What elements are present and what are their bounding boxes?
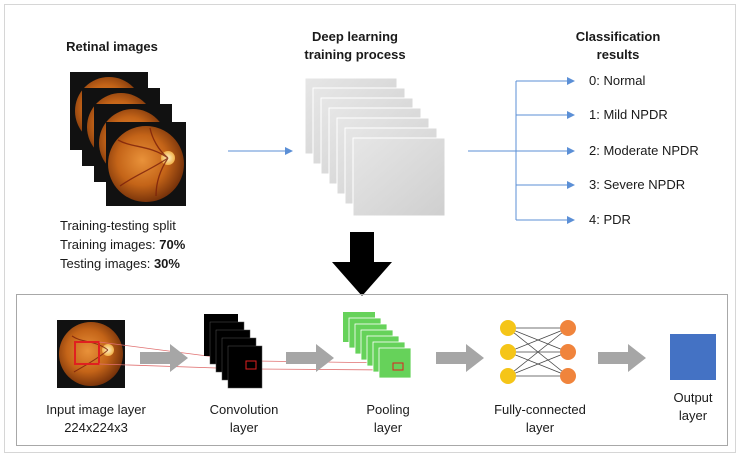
testing-images-row: Testing images: 30% (60, 254, 185, 273)
pipeline-arrow-3 (436, 344, 484, 372)
output-label-line2: layer (678, 408, 708, 423)
training-images-value: 70% (159, 237, 186, 252)
training-title-line1: Deep learning (312, 29, 398, 44)
split-heading: Training-testing split (60, 218, 176, 233)
retinal-image-stack (70, 72, 186, 206)
fc-output-nodes (560, 320, 576, 384)
retinal-images-title: Retinal images (66, 39, 158, 54)
down-arrow-icon (332, 232, 392, 296)
output-label-line1: Output (673, 390, 713, 405)
training-images-row: Training images: 70% (60, 235, 185, 254)
fully-connected-network (507, 327, 569, 377)
pooling-label-line2: layer (373, 420, 403, 435)
class-normal: 0: Normal (589, 73, 646, 88)
retinal-image-4 (106, 122, 186, 206)
pipeline-arrow-1 (140, 344, 188, 372)
training-title-line2: training process (304, 47, 406, 62)
class-pdr: 4: PDR (589, 212, 631, 227)
pipeline-arrow-4 (598, 344, 646, 372)
testing-images-label: Testing images: (60, 256, 154, 271)
training-cards-stack (304, 77, 446, 217)
class-mild-npdr: 1: Mild NPDR (589, 107, 668, 122)
convolution-label-line1: Convolution (209, 402, 279, 417)
pooling-stack (343, 312, 412, 379)
fully-connected-label-line2: layer (525, 420, 555, 435)
testing-images-value: 30% (153, 256, 180, 271)
input-layer-label-line2: 224x224x3 (64, 420, 128, 435)
classification-title-line2: results (596, 47, 640, 62)
output-layer-square (670, 334, 716, 380)
input-layer-label-line1: Input image layer (46, 402, 146, 417)
class-severe-npdr: 3: Severe NPDR (589, 177, 686, 192)
class-moderate-npdr: 2: Moderate NPDR (589, 143, 699, 158)
classification-tree (515, 77, 575, 224)
classification-title-line1: Classification (575, 29, 661, 44)
convolution-stack (204, 314, 263, 389)
input-image (57, 320, 125, 388)
outer-frame (4, 4, 736, 453)
training-images-label: Training images: (60, 237, 160, 252)
training-testing-split: Training-testing split Training images: … (60, 216, 185, 273)
fully-connected-label-line1: Fully-connected (494, 402, 586, 417)
pipeline-arrow-2 (286, 344, 334, 372)
pooling-label-line1: Pooling (366, 402, 410, 417)
convolution-label-line2: layer (229, 420, 259, 435)
fc-input-nodes (500, 320, 516, 384)
cnn-pipeline-box (16, 294, 728, 446)
